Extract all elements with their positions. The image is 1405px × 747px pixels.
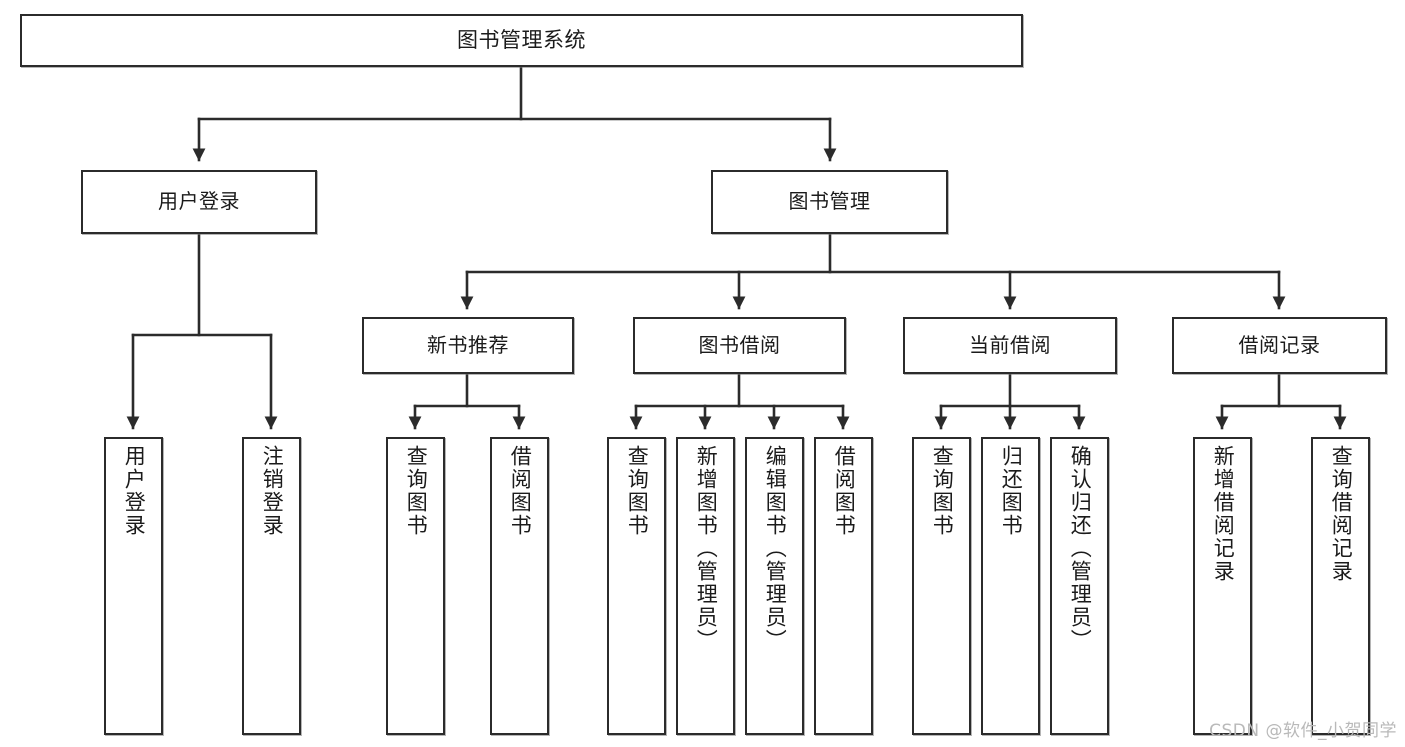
leaf-borrow-record-query-record[interactable]: 查询借阅记录 xyxy=(1311,437,1370,735)
node-label: 借阅图书 xyxy=(832,445,857,537)
node-label: 新增图书（管理员） xyxy=(694,445,719,652)
node-label: 查询图书 xyxy=(625,445,650,537)
node-label: 图书管理 xyxy=(788,189,871,214)
node-borrowing-record[interactable]: 借阅记录 xyxy=(1172,317,1387,374)
leaf-current-borrow-query-books[interactable]: 查询图书 xyxy=(912,437,971,735)
leaf-book-borrow-add-book-admin[interactable]: 新增图书（管理员） xyxy=(676,437,735,735)
node-book-borrowing[interactable]: 图书借阅 xyxy=(633,317,846,374)
node-label: 新书推荐 xyxy=(427,332,509,357)
node-label: 归还图书 xyxy=(999,445,1024,537)
leaf-user-login-logout[interactable]: 注销登录 xyxy=(242,437,301,735)
leaf-borrow-record-add-record[interactable]: 新增借阅记录 xyxy=(1193,437,1252,735)
node-label: 用户登录 xyxy=(122,445,147,537)
leaf-book-borrow-edit-book-admin[interactable]: 编辑图书（管理员） xyxy=(745,437,804,735)
watermark: CSDN @软件_小贺同学 xyxy=(1209,721,1397,741)
node-label: 用户登录 xyxy=(158,189,240,214)
node-label: 注销登录 xyxy=(260,445,285,537)
leaf-current-borrow-return-books[interactable]: 归还图书 xyxy=(981,437,1040,735)
leaf-user-login-login[interactable]: 用户登录 xyxy=(104,437,163,735)
node-label: 新增借阅记录 xyxy=(1211,445,1236,583)
leaf-new-book-query-books[interactable]: 查询图书 xyxy=(386,437,445,735)
node-current-borrowing[interactable]: 当前借阅 xyxy=(903,317,1117,374)
node-label: 查询借阅记录 xyxy=(1329,445,1354,583)
leaf-current-borrow-confirm-return-admin[interactable]: 确认归还（管理员） xyxy=(1050,437,1109,735)
node-label: 当前借阅 xyxy=(969,332,1051,357)
node-label: 查询图书 xyxy=(404,445,429,537)
node-label: 编辑图书（管理员） xyxy=(763,445,788,652)
node-label: 借阅记录 xyxy=(1238,332,1321,357)
leaf-new-book-borrow-books[interactable]: 借阅图书 xyxy=(490,437,549,735)
node-new-book-recommendation[interactable]: 新书推荐 xyxy=(362,317,574,374)
node-book-management[interactable]: 图书管理 xyxy=(711,170,948,234)
node-label: 确认归还（管理员） xyxy=(1068,445,1093,652)
node-root-book-management-system[interactable]: 图书管理系统 xyxy=(20,14,1023,67)
leaf-book-borrow-query-books[interactable]: 查询图书 xyxy=(607,437,666,735)
node-label: 图书管理系统 xyxy=(457,28,586,53)
leaf-book-borrow-borrow-books[interactable]: 借阅图书 xyxy=(814,437,873,735)
node-label: 查询图书 xyxy=(930,445,955,537)
node-label: 图书借阅 xyxy=(698,332,781,357)
node-user-login[interactable]: 用户登录 xyxy=(81,170,317,234)
node-label: 借阅图书 xyxy=(508,445,533,537)
